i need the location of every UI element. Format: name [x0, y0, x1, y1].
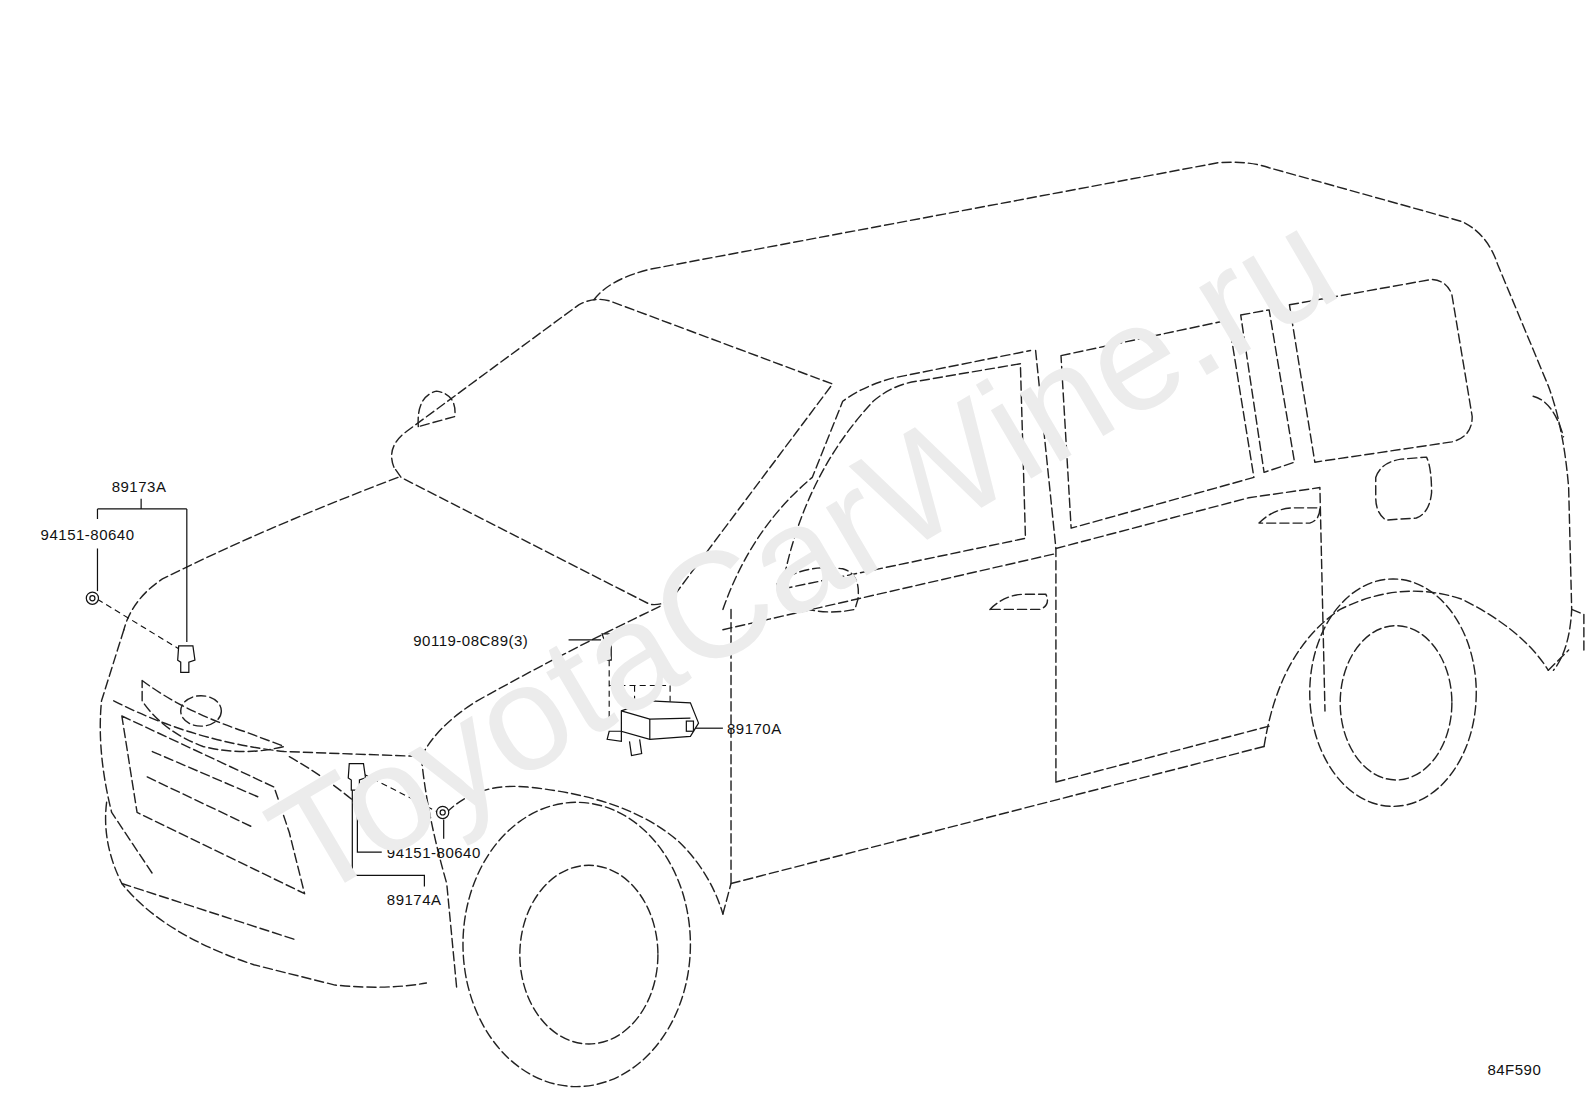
part-number: 89173A	[112, 479, 167, 494]
figure-code: 84F590	[1487, 1062, 1541, 1077]
part-number: 89174A	[387, 892, 442, 907]
watermark: ToyotaCarWine.ru	[247, 184, 1357, 923]
part-number: 94151-80640	[41, 527, 135, 542]
part-number: 89170A	[727, 721, 782, 736]
